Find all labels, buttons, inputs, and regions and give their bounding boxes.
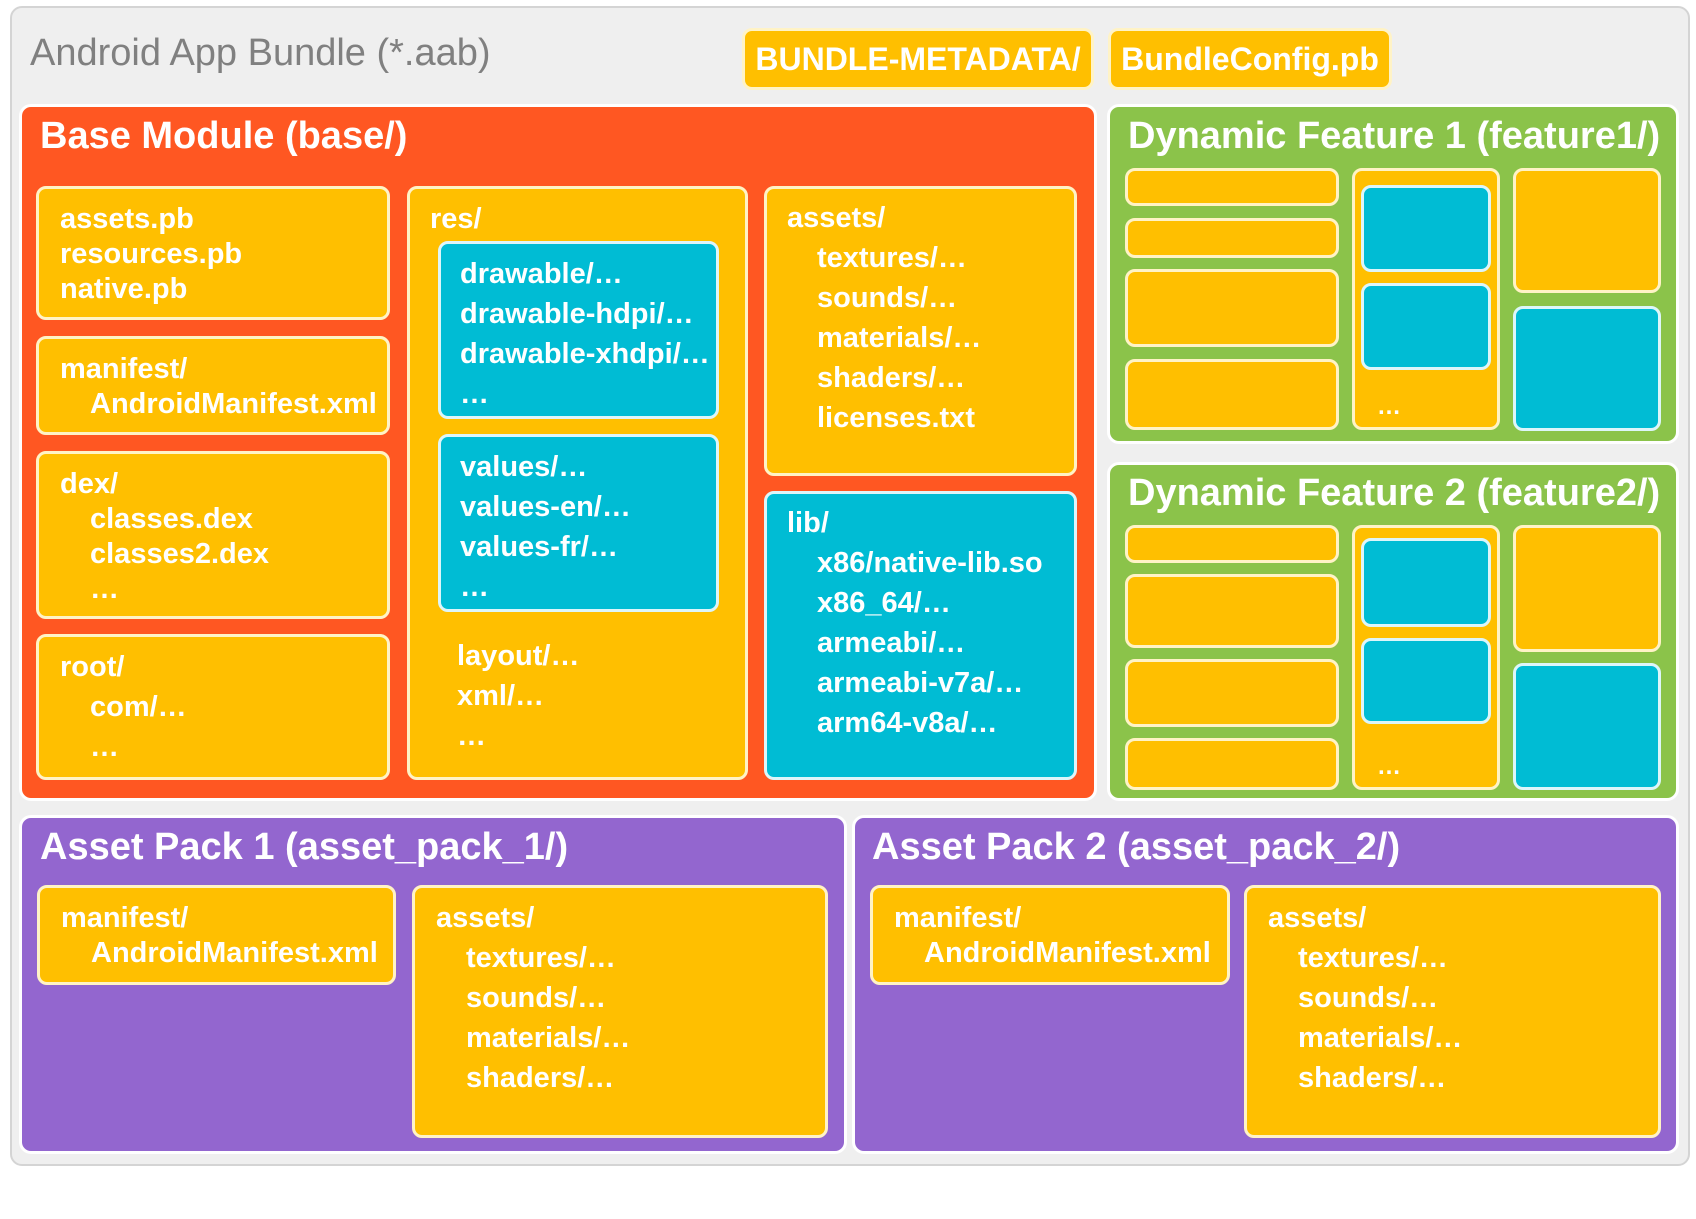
dynamic-feature-2-title: Dynamic Feature 2 (feature2/) xyxy=(1128,472,1661,514)
res-folder: xml/… xyxy=(457,680,545,712)
assets-item: materials/… xyxy=(1298,1022,1463,1054)
assets-item: sounds/… xyxy=(1298,982,1439,1014)
base-module-title: Base Module (base/) xyxy=(40,115,408,157)
feature-folder-block xyxy=(1125,269,1339,347)
feature-folder-more: … xyxy=(1377,753,1401,780)
values-folder: values-en/… xyxy=(460,491,631,523)
lib-abi-folder: armeabi-v7a/… xyxy=(817,667,1024,699)
assets-item: shaders/… xyxy=(817,362,966,394)
feature-subfolder-block xyxy=(1361,538,1491,627)
dex-folder-label: dex/ xyxy=(60,468,119,500)
manifest-folder-box: manifest/ AndroidManifest.xml xyxy=(870,885,1230,985)
assets-item: textures/… xyxy=(817,242,967,274)
feature-folder-block xyxy=(1125,525,1339,563)
feature-subfolder-block xyxy=(1513,306,1661,431)
feature-folder-more: … xyxy=(1377,393,1401,420)
protobuf-files-box: assets.pb resources.pb native.pb xyxy=(36,186,390,320)
assets-item: licenses.txt xyxy=(817,402,975,434)
assets-folder-box: assets/ textures/… sounds/… materials/… … xyxy=(764,186,1077,476)
protobuf-file: native.pb xyxy=(60,273,188,305)
values-folders-box: values/… values-en/… values-fr/… … xyxy=(438,434,719,612)
manifest-folder-label: manifest/ xyxy=(894,902,1022,934)
manifest-file: AndroidManifest.xml xyxy=(91,937,378,969)
res-folder-label: res/ xyxy=(430,203,482,235)
assets-item: sounds/… xyxy=(817,282,958,314)
feature-folder-block xyxy=(1125,738,1339,790)
drawable-folder-more: … xyxy=(460,378,489,410)
lib-abi-folder: armeabi/… xyxy=(817,627,966,659)
res-folder-more: … xyxy=(457,720,486,752)
root-folder-label: root/ xyxy=(60,651,125,683)
values-folder: values-fr/… xyxy=(460,531,618,563)
assets-folder-box: assets/ textures/… sounds/… materials/… … xyxy=(1244,885,1661,1138)
feature-subfolder-block xyxy=(1361,638,1491,724)
assets-folder-box: assets/ textures/… sounds/… materials/… … xyxy=(412,885,828,1138)
bundle-config-file: BundleConfig.pb xyxy=(1108,28,1392,90)
root-item-more: … xyxy=(90,731,119,763)
root-folder-box: root/ com/… … xyxy=(36,634,390,780)
bundle-metadata-folder: BUNDLE-METADATA/ xyxy=(742,28,1094,90)
manifest-folder-box: manifest/ AndroidManifest.xml xyxy=(37,885,396,985)
feature-folder-block xyxy=(1513,168,1661,293)
drawable-folders-box: drawable/… drawable-hdpi/… drawable-xhdp… xyxy=(438,241,719,419)
dynamic-feature-1-title: Dynamic Feature 1 (feature1/) xyxy=(1128,115,1661,157)
drawable-folder: drawable-xhdpi/… xyxy=(460,338,710,370)
assets-item: sounds/… xyxy=(466,982,607,1014)
dex-folder-box: dex/ classes.dex classes2.dex … xyxy=(36,451,390,619)
manifest-file: AndroidManifest.xml xyxy=(924,937,1211,969)
manifest-folder-label: manifest/ xyxy=(61,902,189,934)
feature-subfolder-block xyxy=(1361,185,1491,272)
assets-folder-label: assets/ xyxy=(1268,902,1367,934)
manifest-folder-label: manifest/ xyxy=(60,353,188,385)
assets-item: materials/… xyxy=(466,1022,631,1054)
feature-folder-block xyxy=(1125,659,1339,727)
dex-file: classes2.dex xyxy=(90,538,269,570)
manifest-file: AndroidManifest.xml xyxy=(90,388,377,420)
manifest-folder-box: manifest/ AndroidManifest.xml xyxy=(36,336,390,435)
feature-folder-block xyxy=(1125,359,1339,430)
asset-pack-1-title: Asset Pack 1 (asset_pack_1/) xyxy=(40,826,569,868)
lib-abi-folder: x86/native-lib.so xyxy=(817,547,1043,579)
assets-folder-label: assets/ xyxy=(787,202,886,234)
drawable-folder: drawable/… xyxy=(460,258,623,290)
res-other-folders: layout/… xml/… … xyxy=(457,636,579,756)
values-folder: values/… xyxy=(460,451,588,483)
drawable-folder: drawable-hdpi/… xyxy=(460,298,694,330)
feature-folder-block xyxy=(1125,218,1339,258)
lib-abi-folder: arm64-v8a/… xyxy=(817,707,998,739)
feature-subfolder-block xyxy=(1513,663,1661,790)
assets-item: textures/… xyxy=(466,942,616,974)
lib-folder-box: lib/ x86/native-lib.so x86_64/… armeabi/… xyxy=(764,491,1077,780)
lib-abi-folder: x86_64/… xyxy=(817,587,951,619)
assets-folder-label: assets/ xyxy=(436,902,535,934)
root-item: com/… xyxy=(90,691,187,723)
dex-file-more: … xyxy=(90,573,119,605)
assets-item: materials/… xyxy=(817,322,982,354)
feature-folder-block xyxy=(1125,168,1339,206)
lib-folder-label: lib/ xyxy=(787,507,829,539)
protobuf-file: assets.pb xyxy=(60,203,194,235)
protobuf-file: resources.pb xyxy=(60,238,243,270)
feature-folder-block xyxy=(1125,574,1339,648)
assets-item: shaders/… xyxy=(1298,1062,1447,1094)
assets-item: shaders/… xyxy=(466,1062,615,1094)
feature-folder-block xyxy=(1513,525,1661,652)
assets-item: textures/… xyxy=(1298,942,1448,974)
feature-subfolder-block xyxy=(1361,283,1491,370)
bundle-config-label: BundleConfig.pb xyxy=(1121,40,1379,77)
bundle-title: Android App Bundle (*.aab) xyxy=(30,32,491,74)
dex-file: classes.dex xyxy=(90,503,253,535)
values-folder-more: … xyxy=(460,571,489,603)
bundle-metadata-label: BUNDLE-METADATA/ xyxy=(755,40,1081,77)
res-folder: layout/… xyxy=(457,640,580,672)
asset-pack-2-title: Asset Pack 2 (asset_pack_2/) xyxy=(872,826,1401,868)
